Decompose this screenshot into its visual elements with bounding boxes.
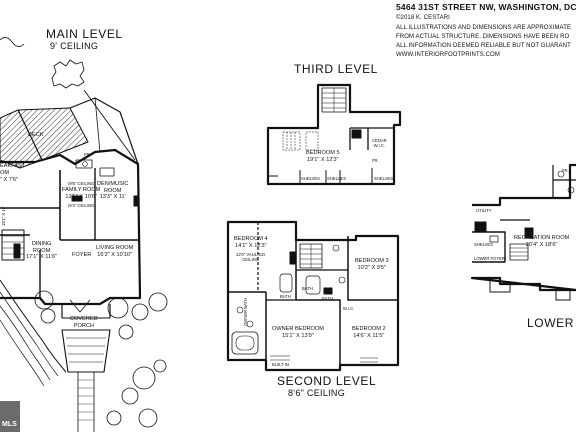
lower-level-plan [470, 163, 576, 301]
disclaimer-line-1: ALL ILLUSTRATIONS AND DIMENSIONS ARE APP… [396, 25, 572, 31]
main-level-ceiling: 9' CEILING [50, 41, 99, 51]
room-owner-bedroom: OWNER BEDROOM 15'1" X 13'9" [272, 326, 324, 339]
bedroom-4-vaulted-ceiling: 12'0" VAULTED CEILING [236, 252, 266, 262]
room-family: FAMILY ROOM 12'5" X 10'6" [62, 187, 101, 200]
room-covered-porch: COVERED PORCH [70, 316, 98, 329]
third-shelves-3: SHELVES [374, 176, 394, 181]
room-bedroom-2: BEDROOM 2 14'6" X 11'5" [352, 326, 386, 339]
website-text: WWW.INTERIORFOOTPRINTS.COM [396, 52, 500, 58]
main-level-title: MAIN LEVEL [46, 27, 123, 41]
second-level-plan [226, 220, 400, 372]
lower-level-title: LOWER LE [527, 316, 576, 330]
room-deck: DECK [28, 132, 44, 138]
room-bedroom-4: BEDROOM 4 14'1" X 12'3" [234, 236, 268, 249]
copyright-text: ©2018 K. CESTARI [396, 15, 450, 21]
second-bath-2: BATH [322, 296, 333, 301]
third-level-title: THIRD LEVEL [294, 62, 378, 76]
main-level-plan [0, 37, 168, 432]
address-heading: 5464 31ST STREET NW, WASHINGTON, DC [396, 2, 576, 12]
room-breakfast-size: OM " X 7'6" [0, 170, 19, 183]
second-built-in: BUILT-IN [272, 362, 289, 367]
mls-watermark: MLS [0, 401, 20, 432]
second-wic: W.I.C. [343, 306, 355, 311]
family-ceiling-1: (9'6" CEILING [68, 181, 95, 186]
room-breakfast: EAKFAST [0, 163, 26, 169]
main-stair-dimension: 18'1" X 11' [1, 206, 6, 226]
second-level-ceiling: 8'6" CEILING [288, 388, 346, 398]
lower-foyer: LOWER FOYER [474, 256, 505, 261]
room-utility: UTILITY [476, 208, 492, 213]
second-level-title: SECOND LEVEL [277, 374, 377, 388]
third-shelves-1: SHELVES [301, 176, 321, 181]
room-dining: DINING ROOM 17'1" X 11'6" [26, 241, 58, 261]
room-recreation: RECREATION ROOM 20'4" X 18'6" [514, 235, 570, 248]
room-foyer: FOYER [72, 252, 92, 258]
family-ceiling-2: (8'4" CEILING [68, 203, 95, 208]
third-level-plan [266, 83, 402, 186]
room-owner-bath: OWNER BATH [243, 297, 248, 326]
lower-shelves: SHELVES [474, 242, 494, 247]
third-fr-tag: FR. [372, 158, 379, 163]
second-bath-1: BATH [280, 294, 291, 299]
room-den-music: DEN/MUSIC ROOM 13'3" X 11' [97, 181, 129, 201]
disclaimer-line-2: FROM ACTUAL STRUCTURE. DIMENSIONS HAVE B… [396, 34, 570, 40]
room-living: LIVING ROOM 16'2" X 10'10" [96, 245, 134, 258]
lower-fr-tag: FR. [562, 168, 569, 173]
disclaimer-line-3: ALL INFORMATION DEEMED RELIABLE BUT NOT … [396, 43, 571, 49]
room-bedroom-5: BEDROOM 5 19'1" X 12'3" [306, 150, 340, 163]
second-bath-3: BATH [302, 286, 313, 291]
room-cedar-wic: CEDAR W.I.C. [372, 138, 387, 148]
room-bedroom-3: BEDROOM 3 10'2" X 9'5" [355, 258, 389, 271]
third-shelves-2: SHELVES [327, 176, 347, 181]
main-fr-tag: FR. [84, 152, 91, 157]
